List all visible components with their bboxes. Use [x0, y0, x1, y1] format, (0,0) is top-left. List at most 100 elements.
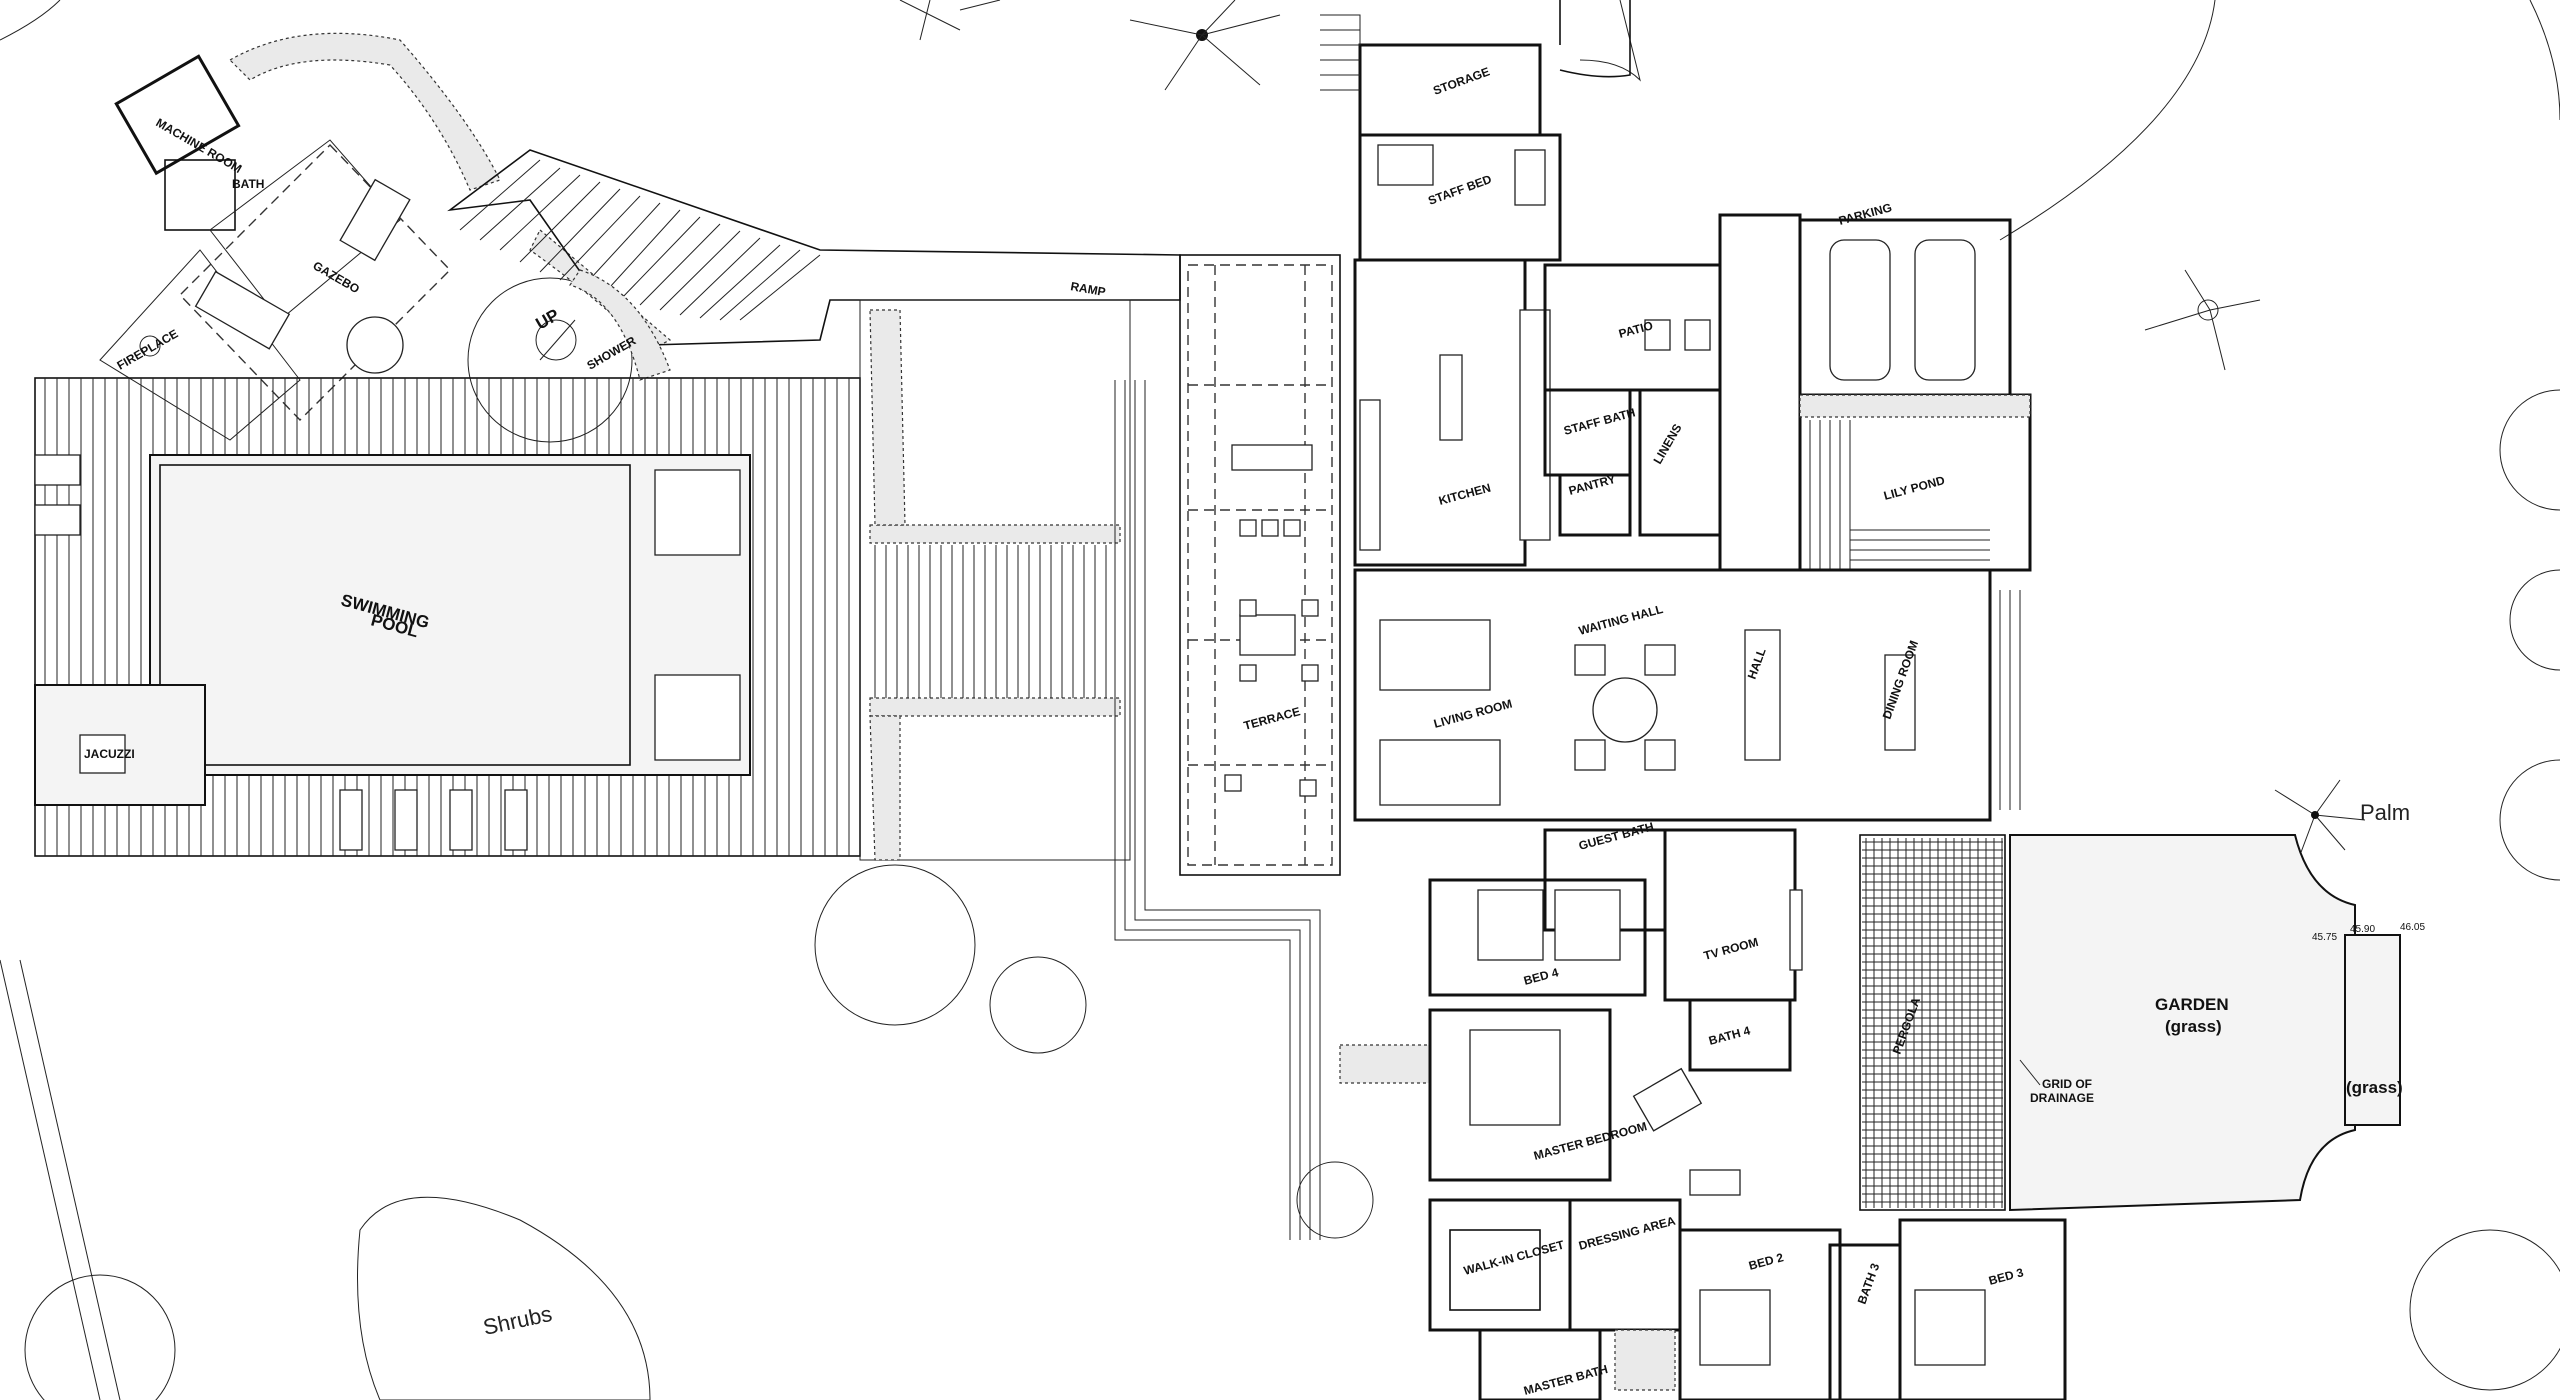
- master-bedroom-walls: [1428, 1008, 1612, 1182]
- bath-3-label: BATH 3: [1855, 1261, 1883, 1306]
- bed-4-walls: [1428, 878, 1647, 997]
- terrace-chair: [1239, 519, 1257, 537]
- master-bed: [1469, 1029, 1561, 1126]
- bed-4-label: BED 4: [1522, 965, 1560, 988]
- staff-bath-label: STAFF BATH: [1562, 405, 1637, 438]
- master-bath-label: MASTER BATH: [1522, 1362, 1609, 1398]
- terrace-chair: [1283, 519, 1301, 537]
- loungers-bottom: [34, 454, 528, 851]
- gazebo-sofa: [194, 270, 291, 350]
- bed-3-walls: [1898, 1218, 2067, 1400]
- staff-bed-label: STAFF BED: [1426, 172, 1494, 208]
- pantry-walls: [1558, 473, 1632, 537]
- linens-label: LINENS: [1650, 421, 1684, 466]
- tree-top-left: [899, 0, 1001, 41]
- dining-table: [1884, 654, 1916, 751]
- staff-bath-walls: [1543, 388, 1632, 477]
- garden-area: [2009, 834, 2401, 1212]
- terrace-chair: [1301, 664, 1319, 682]
- dressing-area-label: DRESSING AREA: [1577, 1214, 1677, 1253]
- level-2: 45.90: [2350, 924, 2375, 935]
- grid-of-drainage-label-2: DRAINAGE: [2030, 1091, 2094, 1105]
- terrace: [1179, 254, 1341, 876]
- sofa-set-1: [1379, 619, 1491, 691]
- terrace-table: [1239, 614, 1296, 656]
- terrace-chair: [1239, 599, 1257, 617]
- level-markers: 45.75 45.90 46.05: [2312, 922, 2425, 943]
- terrace-bar: [1231, 444, 1313, 471]
- bath-label: BATH: [232, 177, 264, 191]
- level-3: 46.05: [2400, 922, 2425, 933]
- terrace-chair: [1239, 664, 1257, 682]
- terrace-chair: [1261, 519, 1279, 537]
- master-bath-walls: [1478, 1328, 1602, 1400]
- bath-4-walls: [1688, 998, 1792, 1072]
- parking-label: PARKING: [1837, 200, 1893, 228]
- guest-bath-label: GUEST BATH: [1577, 819, 1655, 852]
- sun-lounger-group-2: [654, 674, 741, 761]
- gazebo-bench: [339, 178, 411, 262]
- bath-walls: [164, 159, 236, 231]
- lily-pond-label: LILY POND: [1882, 473, 1946, 503]
- hedge-2: [869, 697, 1121, 717]
- sofa-set-2: [1379, 739, 1501, 806]
- hedge-1: [869, 524, 1121, 544]
- shower-label: SHOWER: [585, 333, 639, 372]
- garden-lawn: [2009, 834, 2356, 1212]
- grid-of-drainage-label-1: GRID OF: [2042, 1077, 2092, 1091]
- tree-canopies: [24, 277, 2560, 1400]
- car-1: [1829, 239, 1891, 381]
- bath-4-label: BATH 4: [1707, 1023, 1752, 1048]
- bed-3-label: BED 3: [1987, 1265, 2025, 1288]
- waiting-hall-table: [1592, 677, 1658, 743]
- car-2: [1914, 239, 1976, 381]
- terrace-chair: [1301, 599, 1319, 617]
- master-bedroom-label: MASTER BEDROOM: [1532, 1119, 1648, 1163]
- bed-2-label: BED 2: [1747, 1250, 1785, 1273]
- palm-label: Palm: [2360, 800, 2410, 825]
- service-block: [1320, 0, 1631, 262]
- terrace-chair: [1224, 774, 1242, 792]
- sun-lounger-group-1: [654, 469, 741, 556]
- ramp-path: [447, 149, 1181, 346]
- pool-deck: [34, 377, 861, 857]
- shrubs-outline: [357, 1196, 651, 1400]
- palm-tree: [2274, 779, 2366, 856]
- hall-console: [1744, 629, 1781, 761]
- swimming-pool: [149, 454, 751, 776]
- gazebo-label: GAZEBO: [311, 258, 362, 296]
- terrace-chair: [1299, 779, 1317, 797]
- ramp-label: RAMP: [1069, 279, 1106, 299]
- living-room-label: LIVING ROOM: [1432, 696, 1514, 730]
- fireplace-icon: [139, 335, 161, 357]
- tree-star: [1129, 0, 1281, 91]
- terrace-label: TERRACE: [1242, 704, 1302, 733]
- up-label: UP: [533, 305, 563, 333]
- garden-label: GARDEN: [2155, 995, 2229, 1014]
- grass-strip-label: (grass): [2346, 1078, 2403, 1097]
- machine-room-walls: [114, 54, 241, 176]
- kitchen-island: [1439, 354, 1463, 441]
- service-corridor: [1718, 213, 1802, 572]
- tree-right: [2144, 269, 2261, 371]
- jacuzzi-label: JACUZZI: [84, 747, 135, 761]
- garden-grass-label: (grass): [2165, 1017, 2222, 1036]
- gazebo-area: [99, 32, 1181, 441]
- bed-2-walls: [1678, 1228, 1842, 1400]
- up-arrow-circle: [535, 319, 577, 361]
- shrubs-label: Shrubs: [481, 1301, 554, 1340]
- gazebo-roof: [179, 143, 451, 422]
- jacuzzi-deck: [34, 684, 206, 806]
- gazebo-table: [346, 316, 404, 374]
- walk-in-closet-label: WALK-IN CLOSET: [1462, 1237, 1566, 1277]
- tv-room-label: TV ROOM: [1702, 935, 1760, 963]
- grass-strip: [2344, 934, 2401, 1126]
- waiting-hall-label: WAITING HALL: [1577, 602, 1664, 638]
- main-house: [1353, 213, 2067, 1400]
- level-1: 45.75: [2312, 932, 2337, 943]
- jacuzzi: [79, 734, 126, 774]
- fireplace-terrace: [99, 249, 301, 441]
- bed-2-bed: [1699, 1289, 1771, 1366]
- kitchen-label: KITCHEN: [1437, 481, 1492, 508]
